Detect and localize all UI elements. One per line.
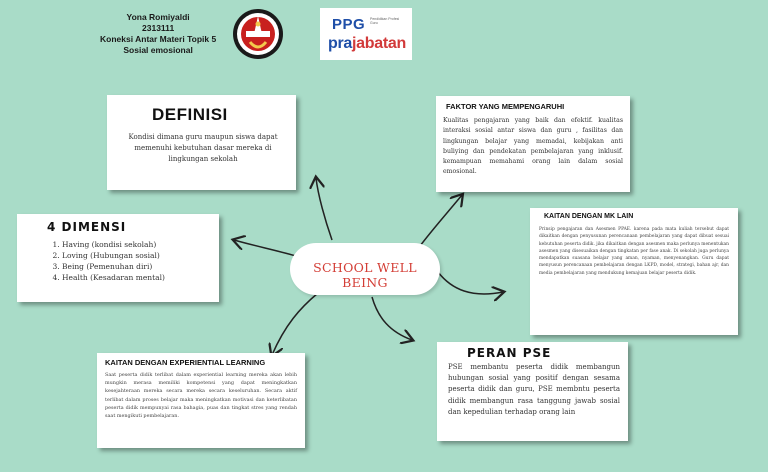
arrow-to-definisi	[316, 178, 333, 241]
peran-body: PSE membantu peserta didik membangun hub…	[448, 363, 620, 416]
mk-title: KAITAN DENGAN MK LAIN	[544, 213, 634, 220]
peran-card: PERAN PSE PSE membantu peserta didik mem…	[437, 342, 628, 441]
ppg-logo: PPG Pendidikan Profesi Guru prajabatan	[320, 8, 412, 60]
list-item: Having (kondisi sekolah)	[62, 239, 165, 250]
center-label: SCHOOL WELL BEING	[313, 260, 417, 290]
definisi-body: Kondisi dimana guru maupun siswa dapat m…	[128, 133, 278, 163]
prajabatan-logo-text: prajabatan	[328, 35, 406, 53]
ppg-logo-subtext: Pendidikan Profesi Guru	[370, 17, 400, 25]
experiential-body: Saat peserta didik terlibat dalam experi…	[105, 372, 297, 420]
experiential-title: KAITAN DENGAN EXPERIENTIAL LEARNING	[105, 358, 266, 367]
prajabatan-pra: pra	[328, 35, 352, 52]
prajabatan-jabatan: jabatan	[352, 35, 406, 52]
definisi-title: DEFINISI	[152, 105, 228, 124]
dimensi-card: 4 DIMENSI Having (kondisi sekolah) Lovin…	[17, 214, 219, 302]
ppg-logo-text: PPG	[332, 16, 366, 33]
list-item: Being (Pemenuhan diri)	[62, 261, 165, 272]
center-node: SCHOOL WELL BEING	[290, 243, 440, 295]
topic-title: Koneksi Antar Materi Topik 5	[100, 34, 217, 44]
mk-card: KAITAN DENGAN MK LAIN Prinsip pengajaran…	[530, 208, 738, 335]
author-nim: 2313111	[142, 23, 175, 33]
list-item: Loving (Hubungan sosial)	[62, 250, 165, 261]
peran-title: PERAN PSE	[467, 346, 552, 360]
arrow-to-mk	[437, 271, 503, 294]
topic-subtitle: Sosial emosional	[123, 45, 193, 55]
university-logo-icon	[233, 9, 283, 59]
arrow-to-faktor	[419, 195, 462, 247]
faktor-title: FAKTOR YANG MEMPENGARUHI	[446, 102, 565, 111]
faktor-body: Kualitas pengajaran yang baik dan efekti…	[443, 117, 623, 176]
arrow-to-peran	[371, 296, 412, 340]
dimensi-title: 4 DIMENSI	[47, 220, 127, 234]
faktor-card: FAKTOR YANG MEMPENGARUHI Kualitas pengaj…	[436, 96, 630, 192]
arrow-to-dimensi	[234, 240, 297, 257]
list-item: Health (Kesadaran mental)	[62, 272, 165, 283]
definisi-card: DEFINISI Kondisi dimana guru maupun sisw…	[107, 95, 296, 190]
author-name: Yona Romiyaldi	[126, 12, 190, 22]
arrow-to-experiential	[272, 292, 319, 355]
experiential-card: KAITAN DENGAN EXPERIENTIAL LEARNING Saat…	[97, 353, 305, 448]
dimensi-list: Having (kondisi sekolah) Loving (Hubunga…	[17, 239, 165, 283]
header-info: Yona Romiyaldi 2313111 Koneksi Antar Mat…	[100, 12, 216, 56]
mk-body: Prinsip pengajaran dan Asesmen PPAE. kar…	[539, 227, 729, 276]
